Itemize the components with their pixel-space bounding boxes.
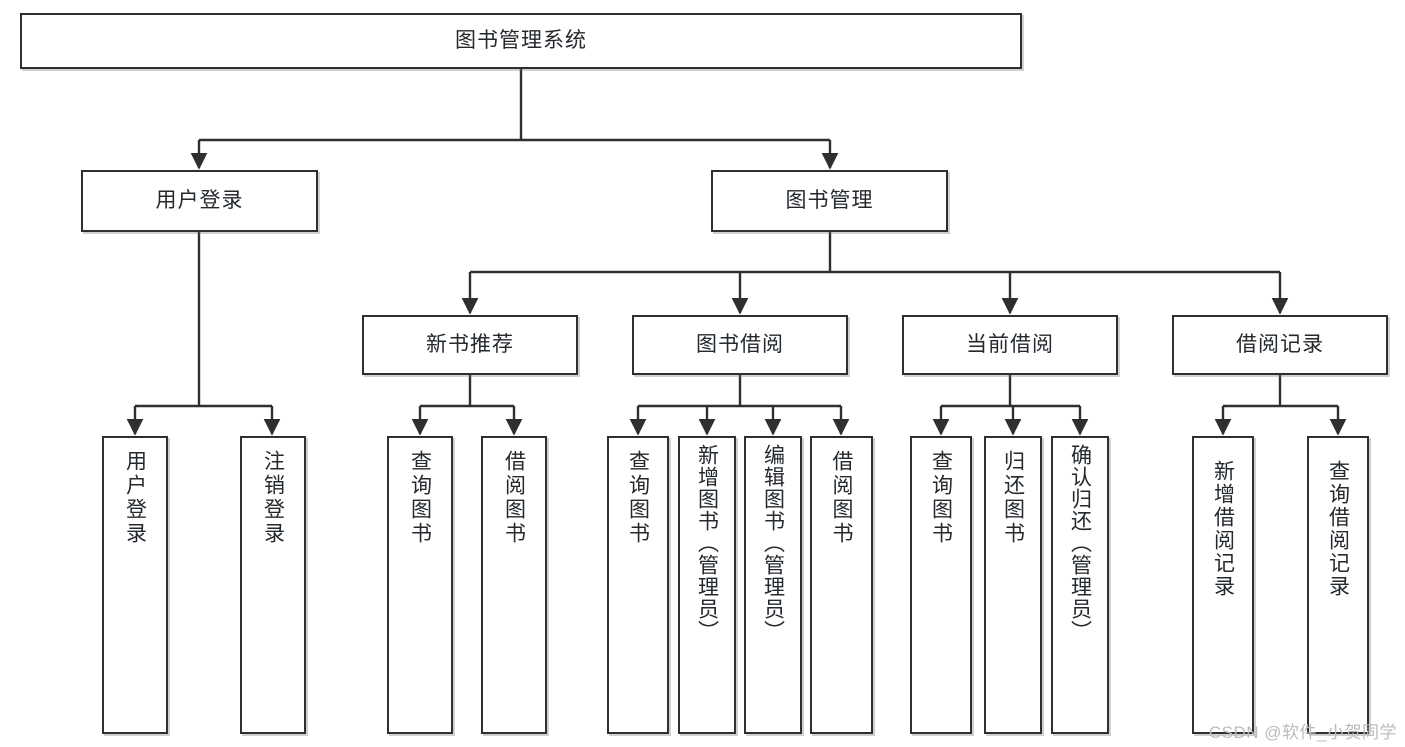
node-book-borrow[interactable]: 图书借阅	[632, 315, 848, 375]
node-leaf-query-book-3[interactable]: 查询图书	[910, 436, 972, 734]
node-leaf-borrow-book-1-label: 借阅图书	[502, 450, 526, 546]
node-leaf-query-book-2[interactable]: 查询图书	[607, 436, 669, 734]
node-leaf-add-book-label: 新增图书（管理员）	[695, 444, 719, 642]
node-leaf-logout[interactable]: 注销登录	[240, 436, 306, 734]
node-leaf-query-book-2-label: 查询图书	[626, 450, 650, 546]
csdn-watermark: CSDN @软件_小贺同学	[1208, 723, 1397, 742]
node-current-borrow[interactable]: 当前借阅	[902, 315, 1118, 375]
node-leaf-add-record-label: 新增借阅记录	[1211, 460, 1235, 598]
node-current-borrow-label: 当前借阅	[966, 332, 1054, 356]
node-root[interactable]: 图书管理系统	[20, 13, 1022, 69]
node-leaf-return-book[interactable]: 归还图书	[984, 436, 1042, 734]
node-borrow-record-label: 借阅记录	[1236, 332, 1324, 356]
node-leaf-edit-book-label: 编辑图书（管理员）	[761, 444, 785, 642]
node-leaf-add-book[interactable]: 新增图书（管理员）	[678, 436, 736, 734]
node-leaf-query-book-1[interactable]: 查询图书	[387, 436, 453, 734]
node-leaf-query-record[interactable]: 查询借阅记录	[1307, 436, 1369, 734]
node-new-book-recommend-label: 新书推荐	[426, 332, 514, 356]
node-leaf-confirm-return-label: 确认归还（管理员）	[1068, 444, 1092, 642]
node-leaf-query-record-label: 查询借阅记录	[1326, 460, 1350, 598]
node-leaf-user-login-label: 用户登录	[123, 450, 147, 546]
node-root-label: 图书管理系统	[455, 28, 587, 52]
node-leaf-borrow-book-1[interactable]: 借阅图书	[481, 436, 547, 734]
node-leaf-borrow-book-2-label: 借阅图书	[830, 450, 854, 546]
node-borrow-record[interactable]: 借阅记录	[1172, 315, 1388, 375]
node-leaf-user-login[interactable]: 用户登录	[102, 436, 168, 734]
node-user-login-label: 用户登录	[155, 188, 244, 212]
node-user-login[interactable]: 用户登录	[81, 170, 318, 232]
node-book-manage[interactable]: 图书管理	[711, 170, 948, 232]
node-leaf-edit-book[interactable]: 编辑图书（管理员）	[744, 436, 802, 734]
node-leaf-add-record[interactable]: 新增借阅记录	[1192, 436, 1254, 734]
node-book-borrow-label: 图书借阅	[696, 332, 784, 356]
node-leaf-confirm-return[interactable]: 确认归还（管理员）	[1051, 436, 1109, 734]
node-leaf-logout-label: 注销登录	[261, 450, 285, 546]
node-leaf-borrow-book-2[interactable]: 借阅图书	[810, 436, 873, 734]
node-leaf-query-book-3-label: 查询图书	[929, 450, 953, 546]
node-leaf-query-book-1-label: 查询图书	[408, 450, 432, 546]
node-new-book-recommend[interactable]: 新书推荐	[362, 315, 578, 375]
node-book-manage-label: 图书管理	[785, 188, 874, 212]
node-leaf-return-book-label: 归还图书	[1001, 450, 1025, 546]
